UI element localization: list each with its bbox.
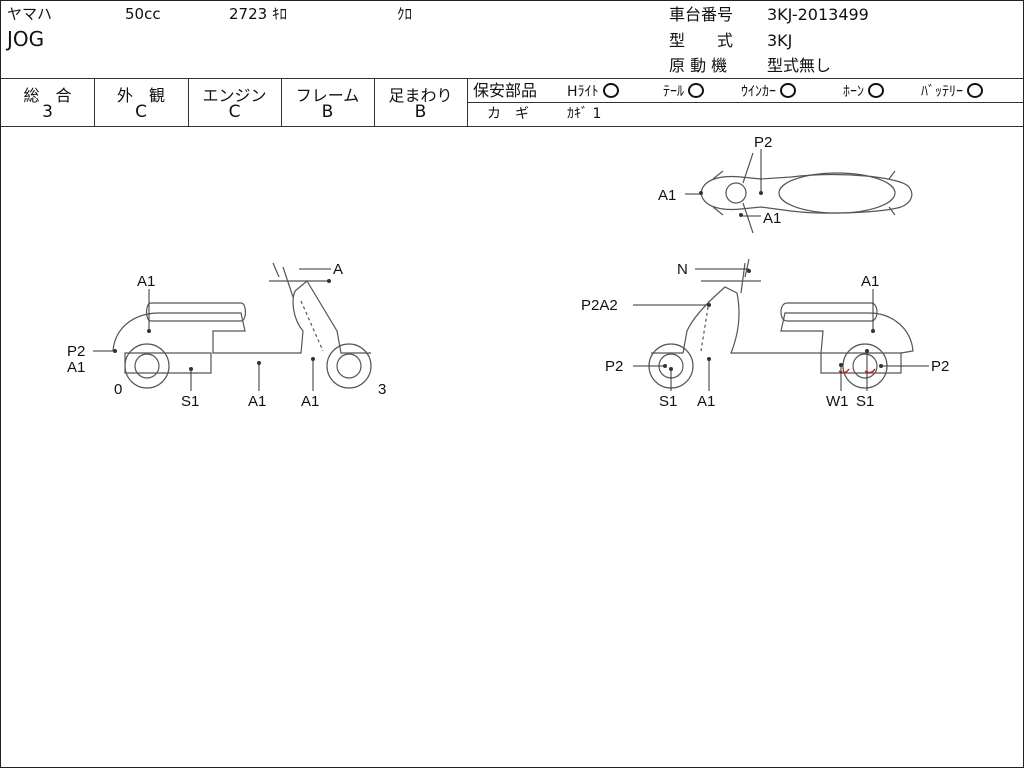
diagram-label: S1 <box>181 393 199 410</box>
chassis-number: 3KJ-2013499 <box>767 5 869 24</box>
safety-item-text: ｳｲﾝｶｰ <box>741 84 776 100</box>
divider <box>467 102 1023 103</box>
safety-label: 保安部品 <box>473 81 538 100</box>
damage-diagram: P2 A1 A1 A A1 P2 A1 0 S1 A1 A1 3 N P2A2 … <box>67 134 949 410</box>
divider <box>1 78 1023 79</box>
grade-value: C <box>228 102 241 122</box>
diagram-label: P2 <box>67 343 85 360</box>
chassis-label: 車台番号 <box>669 5 734 24</box>
diagram-label: A1 <box>137 273 155 290</box>
key-value: ｶｷﾞ 1 <box>567 106 602 122</box>
grade-suspension: 足まわり B <box>374 78 467 126</box>
engine-type-value: 型式無し <box>767 56 832 75</box>
maker: ヤマハ <box>7 5 53 23</box>
body-color: ｸﾛ <box>397 5 413 23</box>
diagram-label: S1 <box>856 393 874 410</box>
diagram-label: 3 <box>378 381 386 398</box>
diagram-label: P2 <box>931 358 949 375</box>
divider <box>1 126 1023 127</box>
diagram-label: P2 <box>605 358 623 375</box>
ok-circle-icon <box>868 83 884 98</box>
damage-mark <box>838 368 876 374</box>
safety-item-horn: ﾎｰﾝ <box>843 83 884 99</box>
grade-value: B <box>414 102 427 122</box>
diagram-label: P2 <box>754 134 772 151</box>
model-name: JOG <box>7 27 45 51</box>
grade-value: C <box>135 102 147 122</box>
displacement: 50cc <box>125 5 161 23</box>
diagram-label: A1 <box>763 210 781 227</box>
diagram-label: A1 <box>301 393 319 410</box>
grade-frame: フレーム B <box>281 78 374 126</box>
scooter-left-view <box>112 262 372 389</box>
diagram-label: W1 <box>826 393 849 410</box>
grade-overall: 総 合 3 <box>1 78 94 126</box>
divider <box>94 78 95 126</box>
diagram-label: A1 <box>248 393 266 410</box>
safety-item-winker: ｳｲﾝｶｰ <box>741 83 796 99</box>
diagram-label: S1 <box>659 393 677 410</box>
ok-circle-icon <box>967 83 983 98</box>
grade-exterior: 外 観 C <box>94 78 188 126</box>
safety-item-headlight: Hﾗｲﾄ <box>567 83 619 99</box>
safety-item-tail: ﾃｰﾙ <box>663 83 704 99</box>
engine-label: 原 動 機 <box>669 56 728 75</box>
grade-engine: エンジン C <box>188 78 281 126</box>
mileage: 2723 ｷﾛ <box>229 5 287 23</box>
divider <box>374 78 375 126</box>
ok-circle-icon <box>688 83 704 98</box>
grade-label: フレーム <box>295 86 360 105</box>
grade-value: B <box>321 102 334 122</box>
safety-item-text: ﾎｰﾝ <box>843 84 864 100</box>
safety-item-text: ﾃｰﾙ <box>663 84 684 100</box>
diagram-label: A1 <box>861 273 879 290</box>
diagram-label: A <box>333 261 343 278</box>
diagram-label: 0 <box>114 381 122 398</box>
divider <box>281 78 282 126</box>
diagram-label: P2A2 <box>581 297 618 314</box>
grade-label: エンジン <box>202 86 267 105</box>
key-label: カ ギ <box>487 106 529 122</box>
diagram-label: A1 <box>67 359 85 376</box>
safety-item-text: ﾊﾞｯﾃﾘｰ <box>921 84 963 100</box>
diagram-label: A1 <box>658 187 676 204</box>
grade-value: 3 <box>42 102 53 122</box>
grade-label: 足まわり <box>388 86 453 105</box>
divider <box>188 78 189 126</box>
scooter-top-view <box>700 152 913 234</box>
diagram-label: A1 <box>697 393 715 410</box>
safety-item-battery: ﾊﾞｯﾃﾘｰ <box>921 83 983 99</box>
ok-circle-icon <box>602 83 619 98</box>
safety-item-text: Hﾗｲﾄ <box>567 84 599 100</box>
ok-circle-icon <box>780 83 796 98</box>
type-label: 型 式 <box>669 31 734 50</box>
diagram-label: N <box>677 261 688 278</box>
type-value: 3KJ <box>767 31 793 50</box>
grade-label: 外 観 <box>116 86 165 105</box>
grade-label: 総 合 <box>23 86 72 105</box>
